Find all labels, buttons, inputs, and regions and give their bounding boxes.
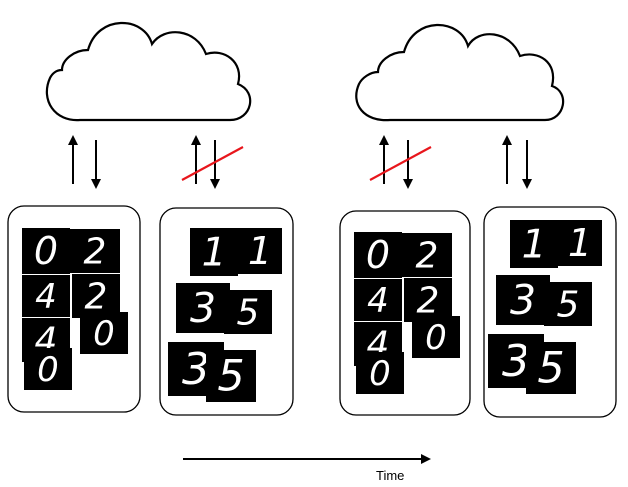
mnist-digit-tile: 2 xyxy=(404,278,452,322)
mnist-digit-tile: 1 xyxy=(558,220,602,266)
digit-label: 3 xyxy=(190,284,216,332)
mnist-digit-tile: 2 xyxy=(72,274,120,318)
digit-label: 4 xyxy=(35,277,57,317)
digit-label: 4 xyxy=(367,281,389,321)
mnist-digit-tile: 0 xyxy=(354,232,402,278)
mnist-digit-tile: 1 xyxy=(510,220,558,268)
mnist-digit-tile: 0 xyxy=(412,316,460,358)
digit-label: 1 xyxy=(568,221,592,265)
digit-label: 1 xyxy=(202,230,227,275)
mnist-digit-tile: 1 xyxy=(238,228,282,274)
digit-label: 0 xyxy=(34,229,58,273)
mnist-digit-tile: 4 xyxy=(22,275,70,317)
time-label: Time xyxy=(376,468,405,483)
digit-label: 0 xyxy=(369,354,391,394)
digit-label: 2 xyxy=(417,280,440,321)
mnist-digit-tile: 5 xyxy=(544,282,592,326)
blocked-slash xyxy=(369,146,432,181)
digit-label: 2 xyxy=(84,231,107,272)
mnist-digit-tile: 0 xyxy=(80,312,128,354)
digit-label: 3 xyxy=(502,336,530,387)
cloud-server-icon-1 xyxy=(45,21,252,122)
mnist-digit-tile: 5 xyxy=(206,350,256,402)
digit-label: 0 xyxy=(366,233,390,277)
digit-label: 0 xyxy=(93,314,115,354)
mnist-digit-tile: 1 xyxy=(190,228,238,276)
mnist-digit-tile: 0 xyxy=(24,348,72,390)
digit-label: 3 xyxy=(510,276,536,324)
mnist-digit-tile: 5 xyxy=(526,342,576,394)
digit-label: 3 xyxy=(182,344,210,395)
digit-label: 5 xyxy=(217,352,244,402)
mnist-digit-tile: 3 xyxy=(496,275,550,325)
digit-label: 0 xyxy=(425,318,447,358)
digit-label: 5 xyxy=(557,284,580,325)
digit-label: 2 xyxy=(416,235,439,276)
mnist-digit-tile: 4 xyxy=(354,279,402,321)
mnist-digit-tile: 0 xyxy=(22,228,70,274)
cloud-server-icon-2 xyxy=(355,23,565,122)
digit-label: 1 xyxy=(522,222,547,267)
mnist-digit-tile: 5 xyxy=(224,290,272,334)
mnist-digit-tile: 3 xyxy=(176,283,230,333)
digit-label: 2 xyxy=(85,276,108,317)
digit-label: 0 xyxy=(37,350,59,390)
digit-label: 1 xyxy=(248,229,272,273)
arrows-group xyxy=(68,135,532,189)
mnist-digit-tile: 0 xyxy=(356,352,404,394)
digit-label: 5 xyxy=(237,292,260,333)
mnist-digit-tile: 2 xyxy=(70,229,120,273)
digit-label: 5 xyxy=(537,344,564,394)
blocked-slash xyxy=(181,146,244,181)
mnist-digit-tile: 2 xyxy=(402,233,452,277)
